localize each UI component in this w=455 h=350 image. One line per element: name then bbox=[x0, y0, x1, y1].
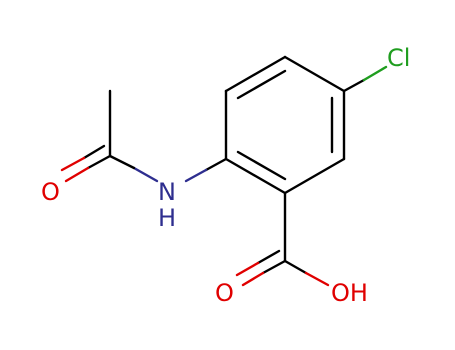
ring-bond-1 bbox=[224, 55, 287, 93]
carbon-chlorine-bond-halo bbox=[362, 65, 388, 82]
hydroxyl-label: OH bbox=[331, 279, 368, 307]
carboxyl-double-bond-b-hetero bbox=[235, 261, 260, 277]
carbonyl-oxygen-label: O bbox=[215, 279, 234, 307]
ring-inner-bond-1 bbox=[236, 69, 287, 100]
ring-inner-bond-3 bbox=[236, 150, 287, 181]
amide-hydrogen-label: H bbox=[158, 204, 176, 232]
nitrogen-carbonyl-bond bbox=[108, 154, 136, 170]
nitrogen-carbonyl-bond-hetero bbox=[132, 166, 159, 183]
bonds bbox=[60, 55, 388, 287]
carbon-chlorine-bond bbox=[342, 78, 366, 93]
carboxyl-double-bond-a-hetero bbox=[241, 271, 265, 287]
carboxyl-double-bond-a bbox=[261, 259, 287, 275]
amide-double-bond-b bbox=[82, 144, 106, 160]
amide-double-bond-b-hetero bbox=[60, 156, 86, 172]
carboxyl-hydroxyl-bond-hetero bbox=[304, 271, 330, 287]
carboxyl-double-bond-b bbox=[256, 249, 281, 265]
ring-bond-2 bbox=[283, 55, 346, 93]
ring-nitrogen-bond-hetero bbox=[184, 168, 208, 183]
amide-oxygen-label: O bbox=[41, 178, 60, 206]
amide-nitrogen-label: N bbox=[158, 178, 176, 206]
amide-double-bond-a-hetero bbox=[64, 166, 90, 183]
ring-bond-5 bbox=[224, 157, 287, 195]
ring-bond-4 bbox=[283, 157, 346, 195]
atom-labels: Cl O N H O OH bbox=[41, 44, 410, 307]
amide-double-bond-a bbox=[86, 154, 112, 170]
carboxyl-hydroxyl-bond bbox=[283, 259, 308, 275]
chlorine-label: Cl bbox=[387, 44, 410, 72]
ring-nitrogen-bond bbox=[204, 157, 228, 172]
